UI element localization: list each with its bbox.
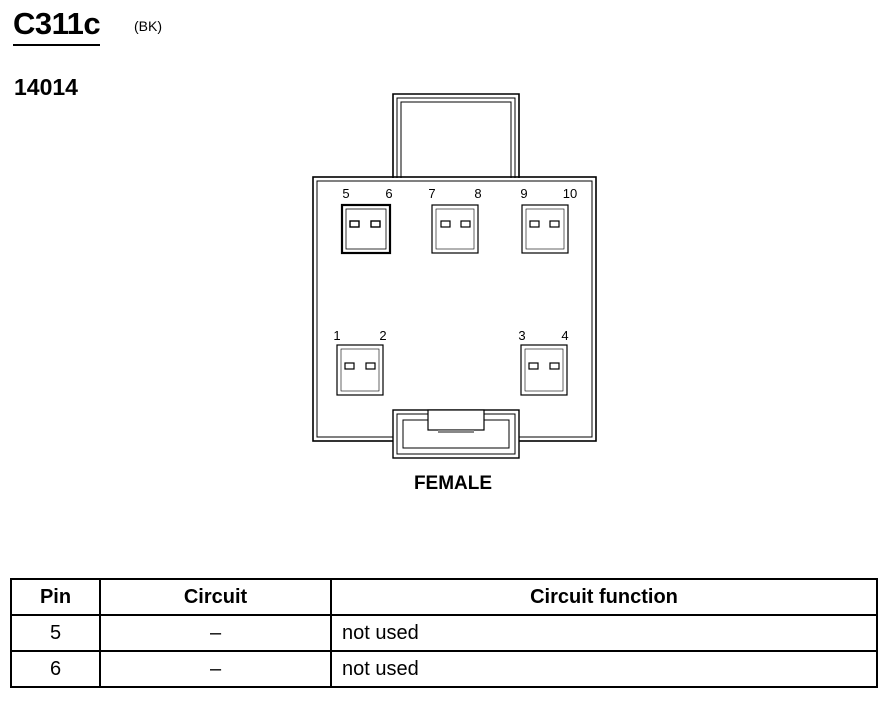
table-header-row: Pin Circuit Circuit function: [10, 578, 878, 616]
part-number: 14014: [14, 74, 78, 100]
view-label: FEMALE: [414, 473, 492, 494]
pin-label-10: 10: [563, 186, 577, 201]
pin-table: Pin Circuit Circuit function 5 – not use…: [10, 578, 878, 688]
cell-circuit-function: not used: [330, 650, 878, 688]
table-row: 5 – not used: [10, 614, 878, 652]
header-pin: Pin: [10, 578, 101, 616]
pin-label-2: 2: [379, 328, 386, 343]
pin-label-7: 7: [428, 186, 435, 201]
cell-pin: 6: [10, 650, 101, 688]
connector-key-bottom: [392, 409, 520, 459]
cavity-3-4: [520, 344, 568, 396]
cavity-7-8: [431, 204, 479, 254]
table-row: 6 – not used: [10, 650, 878, 688]
pin-label-4: 4: [561, 328, 568, 343]
connector-latch-top: [392, 93, 520, 178]
cavity-1-2: [336, 344, 384, 396]
header-circuit-function: Circuit function: [330, 578, 878, 616]
pin-label-8: 8: [474, 186, 481, 201]
connector-id: C311c: [13, 6, 101, 46]
pin-label-9: 9: [520, 186, 527, 201]
cell-circuit: –: [99, 614, 332, 652]
cavity-9-10: [521, 204, 569, 254]
connector-face-diagram: 5 6 7 8 9 10 1 2 3 4 FEMALE: [312, 93, 597, 494]
cell-circuit-function: not used: [330, 614, 878, 652]
cell-circuit: –: [99, 650, 332, 688]
pin-label-1: 1: [333, 328, 340, 343]
pin-label-6: 6: [385, 186, 392, 201]
pin-label-3: 3: [518, 328, 525, 343]
cell-pin: 5: [10, 614, 101, 652]
pin-label-5: 5: [342, 186, 349, 201]
header-circuit: Circuit: [99, 578, 332, 616]
cavity-5-6: [340, 203, 392, 255]
connector-color-code: (BK): [134, 18, 162, 34]
